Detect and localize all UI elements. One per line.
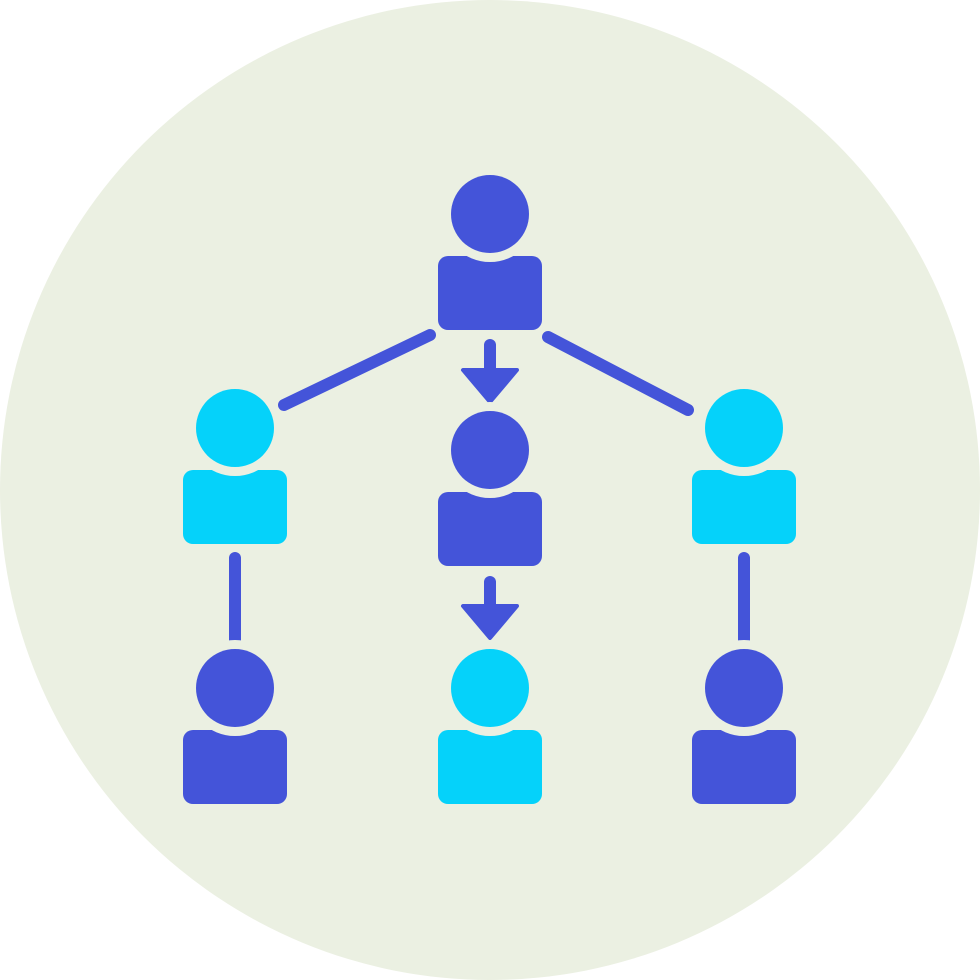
- connectors: [229, 329, 750, 656]
- person-head: [705, 389, 783, 467]
- person-icon-top: [438, 166, 542, 330]
- arrow-head-icon-top-to-middle-upper: [461, 368, 519, 404]
- person-head: [196, 389, 274, 467]
- person-icon-middle-lower: [438, 640, 542, 804]
- people: [183, 166, 796, 804]
- person-body: [438, 492, 542, 566]
- connector-line-top-to-right-upper: [542, 331, 694, 416]
- person-icon-right-upper: [692, 380, 796, 544]
- person-head: [705, 649, 783, 727]
- person-body: [438, 730, 542, 804]
- person-icon-middle-upper: [438, 402, 542, 566]
- arrow-head-icon-middle-upper-to-middle-lower: [461, 604, 519, 640]
- person-body: [438, 256, 542, 330]
- person-head: [451, 175, 529, 253]
- person-body: [692, 730, 796, 804]
- person-icon-left-lower: [183, 640, 287, 804]
- person-head: [451, 649, 529, 727]
- person-body: [183, 730, 287, 804]
- person-icon-left-upper: [183, 380, 287, 544]
- person-head: [451, 411, 529, 489]
- person-body: [183, 470, 287, 544]
- person-head: [196, 649, 274, 727]
- person-icon-right-lower: [692, 640, 796, 804]
- person-body: [692, 470, 796, 544]
- connector-line-top-to-left-upper: [278, 329, 436, 411]
